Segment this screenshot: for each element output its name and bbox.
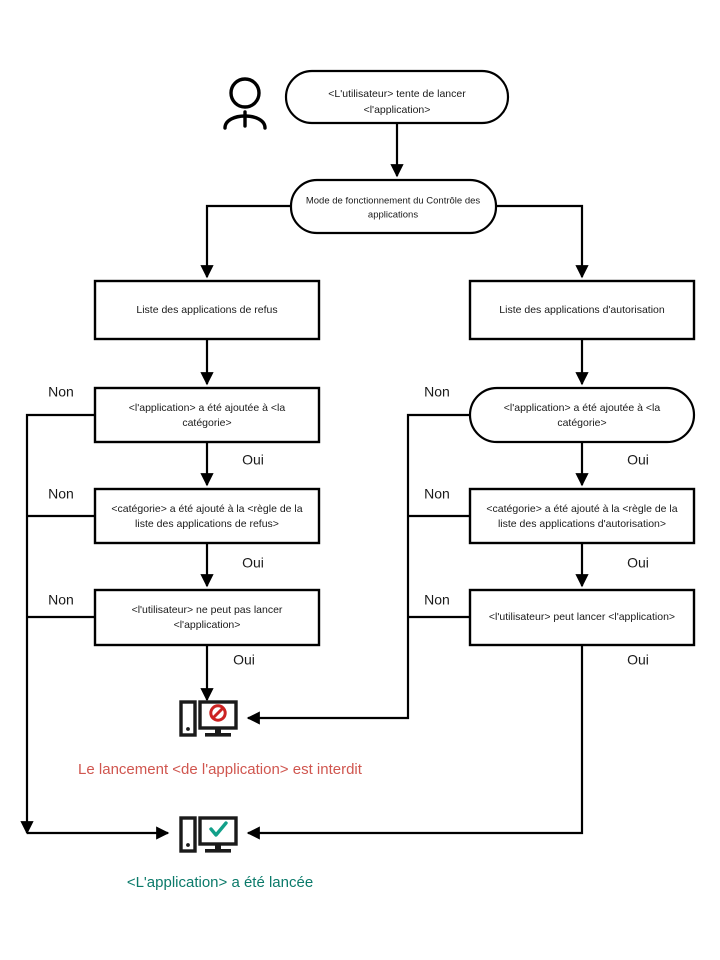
edge-allow-q3-yes-to-allowed [246, 645, 584, 840]
edge-mode-to-deny-list [200, 204, 291, 279]
edge-label-right-no-1: Non [424, 384, 450, 400]
edge-label-left-yes-3: Oui [233, 652, 255, 668]
edge-label-right-no-2: Non [424, 486, 450, 502]
node-deny-list: Liste des applications de refus [93, 279, 321, 341]
node-allow-q2-line1: <catégorie> a été ajouté à la <règle de … [486, 503, 677, 515]
user-actor-icon [223, 77, 267, 130]
node-deny-q3-line1: <l'utilisateur> ne peut pas lancer [132, 604, 283, 616]
edge-label-left-yes-2: Oui [242, 555, 264, 571]
denied-caption: Le lancement <de l'application> est inte… [78, 761, 363, 778]
edge-label-left-no-1: Non [48, 384, 74, 400]
edge-label-right-no-3: Non [424, 592, 450, 608]
node-allow-q1-line2: catégorie> [557, 417, 606, 429]
node-deny-q2: <catégorie> a été ajouté à la <règle de … [93, 487, 321, 545]
node-deny-list-line1: Liste des applications de refus [136, 304, 277, 316]
edge-labels-right: Non Non Non Oui Oui Oui [424, 384, 649, 668]
node-deny-q2-line1: <catégorie> a été ajouté à la <règle de … [111, 503, 302, 515]
edge-labels-left: Non Non Non Oui Oui Oui [48, 384, 264, 668]
allowed-caption: <L'application> a été lancée [127, 874, 313, 891]
edge-label-left-no-2: Non [48, 486, 74, 502]
edge-label-right-yes-2: Oui [627, 555, 649, 571]
node-deny-q3: <l'utilisateur> ne peut pas lancer <l'ap… [93, 588, 321, 647]
node-deny-q1-line2: catégorie> [182, 417, 231, 429]
node-deny-q3-line2: <l'application> [174, 619, 241, 631]
node-allow-q1-line1: <l'application> a été ajoutée à <la [504, 402, 661, 414]
node-mode-line2: applications [368, 210, 418, 221]
node-deny-q2-line2: liste des applications de refus> [135, 518, 279, 530]
edge-left-no-rail [20, 413, 95, 835]
node-mode: Mode de fonctionnement du Contrôle des a… [289, 178, 498, 235]
node-deny-q1-line1: <l'application> a été ajoutée à <la [129, 402, 286, 414]
node-start-line1: <L'utilisateur> tente de lancer [328, 88, 466, 100]
edge-label-left-no-3: Non [48, 592, 74, 608]
node-allow-q1: <l'application> a été ajoutée à <la caté… [468, 386, 696, 444]
edge-label-left-yes-1: Oui [242, 452, 264, 468]
node-allow-list-line1: Liste des applications d'autorisation [499, 304, 665, 316]
edge-mode-to-allow-list [496, 204, 589, 279]
edge-label-right-yes-3: Oui [627, 652, 649, 668]
node-start: <L'utilisateur> tente de lancer <l'appli… [284, 69, 510, 125]
node-mode-line1: Mode de fonctionnement du Contrôle des [306, 196, 481, 207]
node-allow-q2-line2: liste des applications d'autorisation> [498, 518, 666, 530]
edge-label-right-yes-1: Oui [627, 452, 649, 468]
node-allow-q3-line1: <l'utilisateur> peut lancer <l'applicati… [489, 611, 675, 623]
node-start-line2: <l'application> [364, 104, 431, 116]
node-deny-q1: <l'application> a été ajoutée à <la caté… [93, 386, 321, 444]
computer-allowed-icon [179, 816, 238, 853]
node-allow-q2: <catégorie> a été ajouté à la <règle de … [468, 487, 696, 545]
computer-denied-icon [179, 700, 238, 737]
edge-right-no-rail-to-denied [246, 413, 470, 725]
node-allow-q3: <l'utilisateur> peut lancer <l'applicati… [468, 588, 696, 647]
node-allow-list: Liste des applications d'autorisation [468, 279, 696, 341]
